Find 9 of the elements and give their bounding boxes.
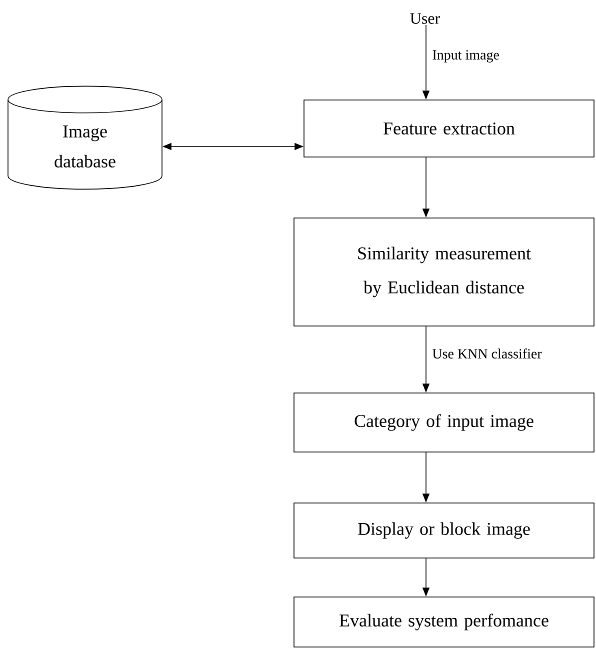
process-box: Display or block image [294, 502, 594, 558]
process-box: Similarity measurement by Euclidean distance [294, 218, 594, 326]
process-box: Evaluate system perfomance [294, 596, 594, 648]
source-label: User [410, 13, 440, 24]
process-box: Feature extraction [304, 100, 594, 158]
edge-label: Use KNN classifier [432, 348, 542, 358]
edge-label: Input image [432, 50, 499, 62]
database-cylinder: Image database [8, 86, 162, 190]
process-box: Category of input image [294, 392, 594, 452]
